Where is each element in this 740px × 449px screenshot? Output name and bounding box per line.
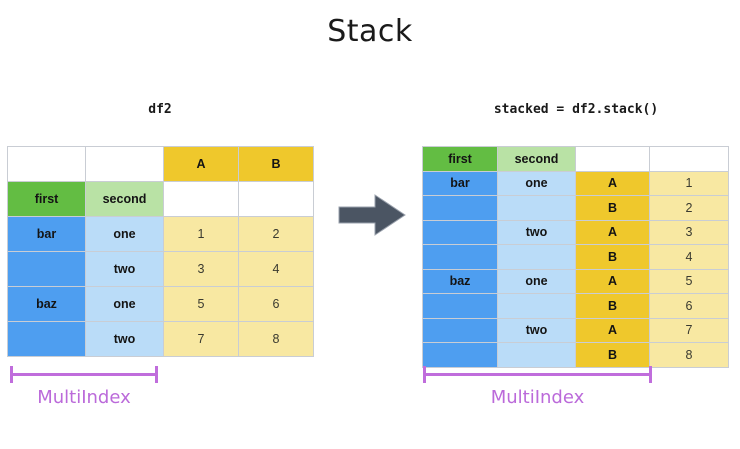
cell-value: 6 — [649, 293, 729, 319]
index-name-first: first — [422, 146, 498, 172]
table-row: baz one 5 6 — [7, 286, 314, 322]
df2-table: A B first second bar one 1 2 two 3 4 baz… — [7, 146, 314, 357]
cell-second: one — [85, 216, 164, 252]
table-row: baz one A 5 — [422, 268, 729, 294]
table-row: two A 3 — [422, 219, 729, 245]
blank-cell-b — [238, 181, 314, 217]
table-row: B 4 — [422, 244, 729, 270]
cell-second: two — [85, 251, 164, 287]
cell-value-a: 1 — [163, 216, 239, 252]
cell-value: 4 — [649, 244, 729, 270]
column-header-a: A — [163, 146, 239, 182]
cell-level: A — [575, 170, 650, 196]
table-row-column-header: A B — [7, 146, 314, 182]
cell-first — [422, 244, 498, 270]
right-arrow-icon — [338, 194, 406, 236]
index-name-second: second — [85, 181, 164, 217]
cell-second: one — [497, 170, 576, 196]
cell-level: B — [575, 342, 650, 368]
table-row: two 3 4 — [7, 251, 314, 287]
cell-level: A — [575, 268, 650, 294]
bracket-cap-right — [649, 366, 652, 383]
blank-header-value — [649, 146, 729, 172]
cell-value-a: 5 — [163, 286, 239, 322]
blank-cell-a — [163, 181, 239, 217]
cell-level: B — [575, 293, 650, 319]
cell-first: bar — [422, 170, 498, 196]
multiindex-bracket-right — [423, 366, 652, 383]
cell-first — [422, 317, 498, 343]
cell-level: B — [575, 195, 650, 221]
cell-value-a: 3 — [163, 251, 239, 287]
index-name-first: first — [7, 181, 86, 217]
right-table-caption: stacked = df2.stack() — [493, 102, 659, 117]
cell-value: 5 — [649, 268, 729, 294]
table-row: bar one 1 2 — [7, 216, 314, 252]
cell-value-b: 8 — [238, 321, 314, 357]
cell-value-b: 4 — [238, 251, 314, 287]
cell-second: two — [497, 219, 576, 245]
cell-second — [497, 195, 576, 221]
cell-value: 1 — [649, 170, 729, 196]
cell-second: one — [497, 268, 576, 294]
cell-level: A — [575, 317, 650, 343]
multiindex-label-right: MultiIndex — [490, 387, 585, 408]
stacked-table: first second bar one A 1 B 2 two A 3 B — [422, 146, 729, 368]
table-row: B 2 — [422, 195, 729, 221]
index-name-second: second — [497, 146, 576, 172]
blank-header-level — [575, 146, 650, 172]
table-row: two A 7 — [422, 317, 729, 343]
cell-first — [7, 251, 86, 287]
cell-second — [497, 293, 576, 319]
multiindex-bracket-left — [10, 366, 158, 383]
table-row-index-names: first second — [422, 146, 729, 172]
cell-value: 7 — [649, 317, 729, 343]
table-row: B 6 — [422, 293, 729, 319]
cell-second — [497, 244, 576, 270]
column-header-b: B — [238, 146, 314, 182]
table-row: two 7 8 — [7, 321, 314, 357]
cell-level: B — [575, 244, 650, 270]
cell-second: one — [85, 286, 164, 322]
left-table-caption: df2 — [148, 102, 172, 117]
table-row: B 8 — [422, 342, 729, 368]
cell-first — [7, 321, 86, 357]
cell-first — [422, 195, 498, 221]
page-title: Stack — [327, 14, 413, 49]
cell-first — [422, 219, 498, 245]
multiindex-label-left: MultiIndex — [37, 387, 131, 408]
cell-first: baz — [422, 268, 498, 294]
cell-value: 2 — [649, 195, 729, 221]
cell-second: two — [497, 317, 576, 343]
cell-value: 8 — [649, 342, 729, 368]
cell-first — [422, 342, 498, 368]
table-row-index-names: first second — [7, 181, 314, 217]
table-row: bar one A 1 — [422, 170, 729, 196]
cell-second — [497, 342, 576, 368]
cell-first: bar — [7, 216, 86, 252]
bracket-bar — [10, 373, 158, 376]
cell-first: baz — [7, 286, 86, 322]
cell-value-b: 2 — [238, 216, 314, 252]
cell-value-a: 7 — [163, 321, 239, 357]
corner-cell-blank-1 — [7, 146, 86, 182]
bracket-cap-right — [155, 366, 158, 383]
cell-second: two — [85, 321, 164, 357]
cell-value: 3 — [649, 219, 729, 245]
bracket-bar — [423, 373, 652, 376]
corner-cell-blank-2 — [85, 146, 164, 182]
cell-level: A — [575, 219, 650, 245]
cell-first — [422, 293, 498, 319]
cell-value-b: 6 — [238, 286, 314, 322]
